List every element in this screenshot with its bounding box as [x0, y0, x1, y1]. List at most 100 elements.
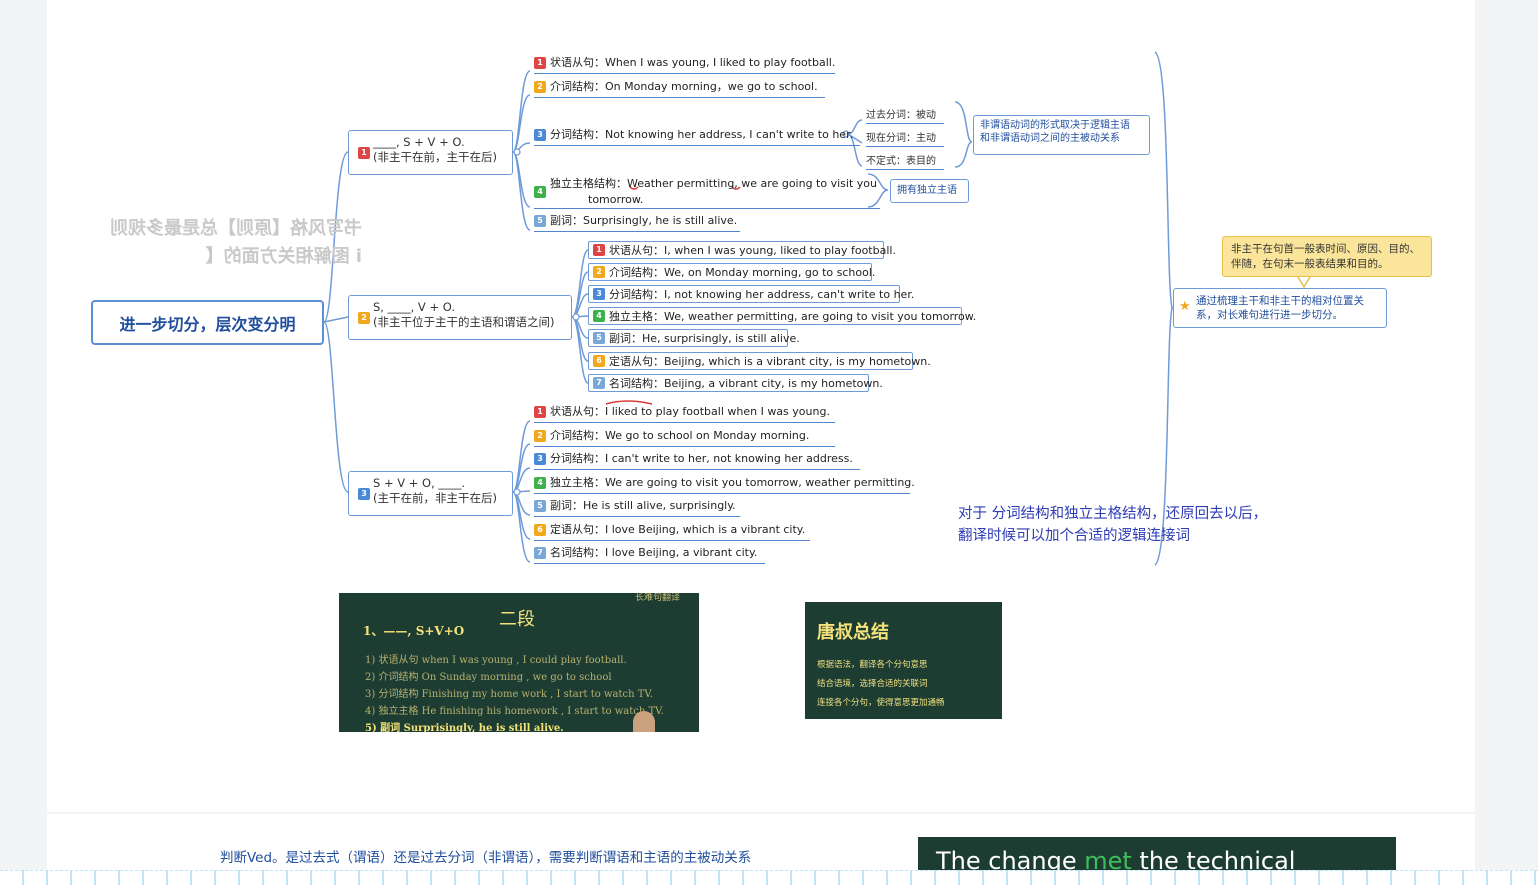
board-line: 3) 分词结构 Finishing my home work , I start… [365, 689, 654, 700]
branch-pattern: S, ____, V + O. [373, 300, 455, 314]
board-line: 结合语境，选择合适的关联词 [817, 679, 928, 689]
leaf-g3-3[interactable]: 3 分词结构：I can't write to her, not knowing … [534, 451, 860, 470]
leaf-text: 定语从句：Beijing, which is a vibrant city, i… [609, 355, 931, 368]
leaf-text: 分词结构：I, not knowing her address, can't w… [609, 288, 915, 301]
page-bottom-rule [0, 870, 1538, 885]
leaf-g2-1[interactable]: 1 状语从句：I, when I was young, liked to play… [588, 241, 896, 259]
note-line: 非谓语动词的形式取决于逻辑主语 [980, 120, 1130, 131]
branch-node-2[interactable]: 2 S, ____, V + O. (非主干位于主干的主语和谓语之间) [348, 295, 572, 340]
leaf-g2-4[interactable]: 4 独立主格：We, weather permitting, are going … [588, 307, 976, 325]
participle-note[interactable]: 非谓语动词的形式取决于逻辑主语 和非谓语动词之间的主被动关系 [973, 115, 1150, 155]
leaf-text: 状语从句：I, when I was young, liked to play … [609, 244, 896, 257]
leaf-text: 介词结构：On Monday morning，we go to school. [550, 80, 818, 93]
mirror-line: 书写风格【原则】总是最多规则 [110, 218, 362, 239]
leaf-g1-2[interactable]: 2 介词结构：On Monday morning，we go to school. [534, 79, 825, 98]
participle-sub-past[interactable]: 过去分词：被动 [866, 106, 944, 124]
board-line: 2) 介词结构 On Sunday morning , we go to sch… [365, 672, 612, 683]
handwritten-note: 对于 分词结构和独立主格结构，还原回去以后，翻译时候可以加个合适的逻辑连接词 [958, 506, 1268, 544]
branch-desc: (非主干位于主干的主语和谓语之间) [373, 315, 555, 329]
root-node[interactable]: 进一步切分，层次变分明 [91, 300, 324, 345]
leaf-text: 状语从句：When I was young, I liked to play f… [550, 56, 836, 69]
number-badge: 7 [593, 377, 605, 389]
participle-sub-infinitive[interactable]: 不定式：表目的 [866, 152, 944, 170]
board-corner-text: 长难句翻译 [635, 593, 681, 603]
leaf-text: 独立主格：We, weather permitting, are going t… [609, 310, 977, 323]
branch-desc: (主干在前，非主干在后) [373, 491, 497, 505]
chalkboard-screenshot-2: 唐叔总结 根据语法，翻译各个分句意思 结合语境，选择合适的关联词 连接各个分句，… [805, 602, 1002, 719]
ved-note: 判断Ved。是过去式（谓语）还是过去分词（非谓语），需要判断谓语和主语的主被动关… [220, 850, 752, 866]
leaf-text: 名词结构：Beijing, a vibrant city, is my home… [609, 377, 883, 390]
number-badge: 1 [534, 57, 546, 69]
leaf-text: 介词结构：We, on Monday morning, go to school… [609, 266, 876, 279]
leaf-text: 分词结构：Not knowing her address, I can't wr… [550, 128, 854, 141]
summary-text: 通过梳理主干和非主干的相对位置关系，对长难句进行进一步切分。 [1196, 295, 1364, 321]
leaf-text: 定语从句：I love Beijing, which is a vibrant … [550, 523, 806, 536]
leaf-text: 名词结构：I love Beijing, a vibrant city. [550, 546, 758, 559]
leaf-g2-5[interactable]: 5 副词：He, surprisingly, is still alive. [588, 329, 800, 347]
summary-node[interactable]: ★ 通过梳理主干和非主干的相对位置关系，对长难句进行进一步切分。 [1173, 288, 1387, 328]
board-line: 根据语法，翻译各个分句意思 [817, 660, 928, 670]
leaf-text: 介词结构：We go to school on Monday morning. [550, 429, 810, 442]
leaf-text-cont: tomorrow. [588, 193, 644, 206]
branch-node-3[interactable]: 3 S + V + O, ____. (主干在前，非主干在后) [348, 471, 513, 516]
number-badge: 2 [534, 430, 546, 442]
branch-desc: (非主干在前，主干在后) [373, 150, 497, 164]
absolute-note[interactable]: 拥有独立主语 [890, 179, 969, 203]
number-badge: 1 [593, 244, 605, 256]
leaf-text: 独立主格结构：Weather permitting, we are going … [550, 177, 877, 190]
number-badge: 3 [534, 129, 546, 141]
leaf-g3-7[interactable]: 7 名词结构：I love Beijing, a vibrant city. [534, 545, 765, 564]
number-badge: 6 [534, 524, 546, 536]
number-badge: 3 [534, 453, 546, 465]
leaf-g3-2[interactable]: 2 介词结构：We go to school on Monday morning. [534, 428, 835, 447]
branch-node-1[interactable]: 1 ____, S + V + O. (非主干在前，主干在后) [348, 130, 513, 175]
leaf-g3-5[interactable]: 5 副词：He is still alive, surprisingly. [534, 498, 740, 517]
leaf-text: 副词：Surprisingly, he is still alive. [550, 214, 738, 227]
board-line: 连接各个分句，使得意思更加通畅 [817, 698, 945, 708]
callout-note[interactable]: 非主干在句首一般表时间、原因、目的、伴随，在句末一般表结果和目的。 [1222, 236, 1432, 277]
board-heading: 1、——, S+V+O [363, 624, 465, 638]
leaf-g1-3[interactable]: 3 分词结构：Not knowing her address, I can't w… [534, 127, 860, 146]
leaf-text: 副词：He is still alive, surprisingly. [550, 499, 736, 512]
number-badge: 2 [534, 81, 546, 93]
number-badge: 5 [534, 215, 546, 227]
leaf-g3-4[interactable]: 4 独立主格：We are going to visit you tomorrow… [534, 475, 915, 494]
number-badge: 5 [534, 500, 546, 512]
board-title: 唐叔总结 [817, 622, 889, 643]
leaf-text: 分词结构：I can't write to her, not knowing h… [550, 452, 853, 465]
mindmap-canvas [47, 0, 1475, 812]
chalkboard-screenshot-1: 长难句翻译 1、——, S+V+O 二段 1) 状语从句 when I was … [339, 593, 699, 732]
mirror-line: i 图解相关方面的【 [205, 246, 362, 267]
participle-sub-present[interactable]: 现在分词：主动 [866, 129, 944, 147]
number-badge: 1 [358, 147, 370, 159]
leaf-text: 状语从句：I liked to play football when I was… [550, 405, 830, 418]
number-badge: 2 [358, 312, 370, 324]
board-scribble: 二段 [499, 609, 535, 630]
leaf-g1-1[interactable]: 1 状语从句：When I was young, I liked to play … [534, 55, 835, 74]
number-badge: 5 [593, 332, 605, 344]
mirrored-watermark-text: 书写风格【原则】总是最多规则 i 图解相关方面的【 [110, 215, 362, 271]
branch-pattern: S + V + O, ____. [373, 476, 466, 490]
note-line: 和非谓语动词之间的主被动关系 [980, 133, 1120, 144]
number-badge: 7 [534, 547, 546, 559]
number-badge: 3 [358, 488, 370, 500]
number-badge: 4 [593, 310, 605, 322]
leaf-g2-2[interactable]: 2 介词结构：We, on Monday morning, go to schoo… [588, 263, 876, 281]
presenter-avatar [633, 711, 655, 732]
leaf-g3-6[interactable]: 6 定语从句：I love Beijing, which is a vibrant… [534, 522, 810, 541]
number-badge: 2 [593, 266, 605, 278]
leaf-g1-5[interactable]: 5 副词：Surprisingly, he is still alive. [534, 213, 740, 232]
leaf-g2-7[interactable]: 7 名词结构：Beijing, a vibrant city, is my hom… [588, 374, 883, 392]
number-badge: 4 [534, 186, 546, 198]
leaf-g1-4[interactable]: 4 独立主格结构：Weather permitting, we are going… [534, 176, 880, 209]
board-line: 4) 独立主格 He finishing his homework , I st… [365, 706, 664, 717]
board-line: 1) 状语从句 when I was young , I could play … [365, 655, 627, 666]
leaf-text: 副词：He, surprisingly, is still alive. [609, 332, 800, 345]
number-badge: 4 [534, 477, 546, 489]
leaf-text: 独立主格：We are going to visit you tomorrow,… [550, 476, 915, 489]
board-line: 5) 副词 Surprisingly, he is still alive. [365, 723, 564, 732]
